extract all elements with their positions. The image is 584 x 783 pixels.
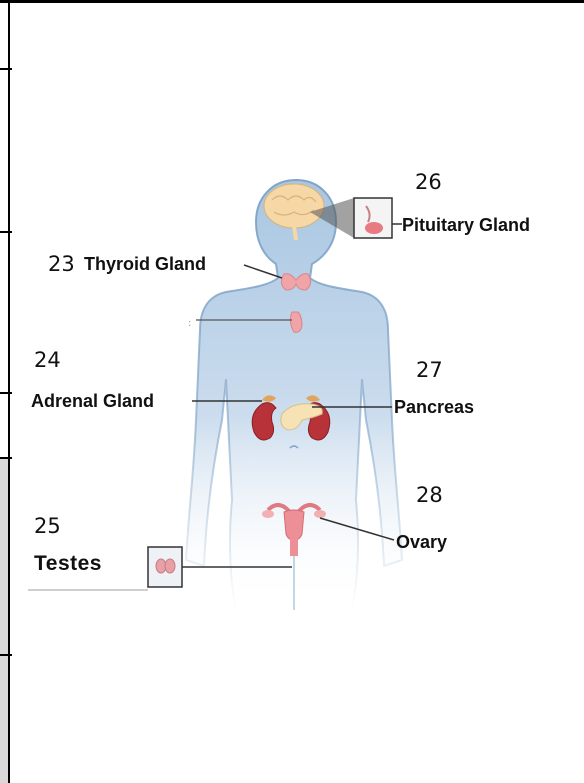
label-pancreas: Pancreas (394, 397, 474, 418)
label-pituitary-gland: Pituitary Gland (402, 215, 530, 236)
label-ovary: Ovary (396, 532, 447, 553)
label-number-24: 24 (34, 348, 61, 372)
label-number-25: 25 (34, 514, 61, 538)
label-adrenal-gland: Adrenal Gland (31, 391, 154, 412)
label-number-23: 23 (48, 252, 75, 276)
svg-text::: : (188, 318, 191, 329)
label-testes: Testes (34, 552, 102, 576)
label-number-26: 26 (415, 170, 442, 194)
label-number-27: 27 (416, 358, 443, 382)
label-thyroid-gland: Thyroid Gland (84, 254, 206, 275)
label-number-28: 28 (416, 483, 443, 507)
